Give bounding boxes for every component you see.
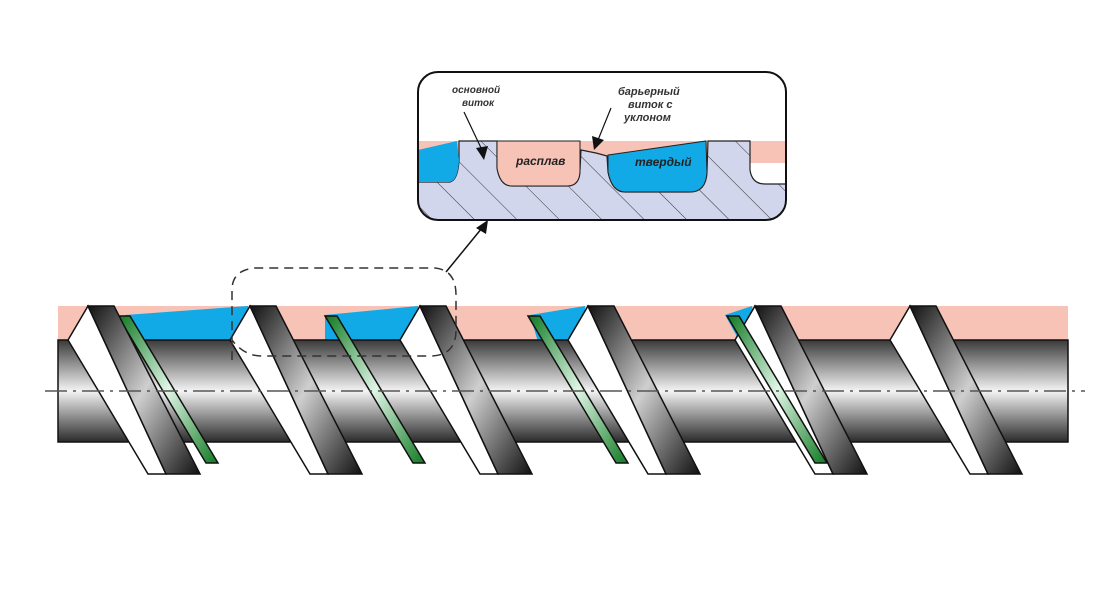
barrier-flight-pointer [597,107,612,141]
main-flight [248,305,364,475]
barrier-flight [116,315,220,464]
main-flight-pointer-head [476,146,488,160]
inset-melt-channel [496,140,581,187]
label-barrier-flight-3: уклоном [623,112,671,124]
zoom-arrow [445,227,483,273]
barrier-flight [526,315,630,464]
main-flight [86,305,202,475]
label-barrier-flight-2: виток с [628,99,672,111]
main-flight [418,305,534,475]
label-solid: твердый [635,155,692,169]
label-barrier-flight-1: барьерный [618,86,680,98]
zoom-arrow-head [476,220,488,234]
solid-zone-2 [325,306,418,342]
label-melt: расплав [515,154,565,168]
barrier-flight [323,315,427,464]
label-main-flight-1: основной [452,85,500,96]
main-flight-pointer [463,111,483,151]
inset-solid-left [418,141,459,182]
highlight-region-outline [231,267,457,361]
main-flight [753,305,869,475]
cross-section-inset: основной виток барьерный виток с уклоном… [417,71,787,221]
barrier-flight [725,315,829,464]
inset-solid-channel [607,140,708,193]
main-flight [586,305,702,475]
barrier-flight-pointer-head [592,136,604,150]
label-main-flight-2: виток [462,98,495,109]
solid-zone-1 [125,306,248,342]
main-flight [908,305,1024,475]
